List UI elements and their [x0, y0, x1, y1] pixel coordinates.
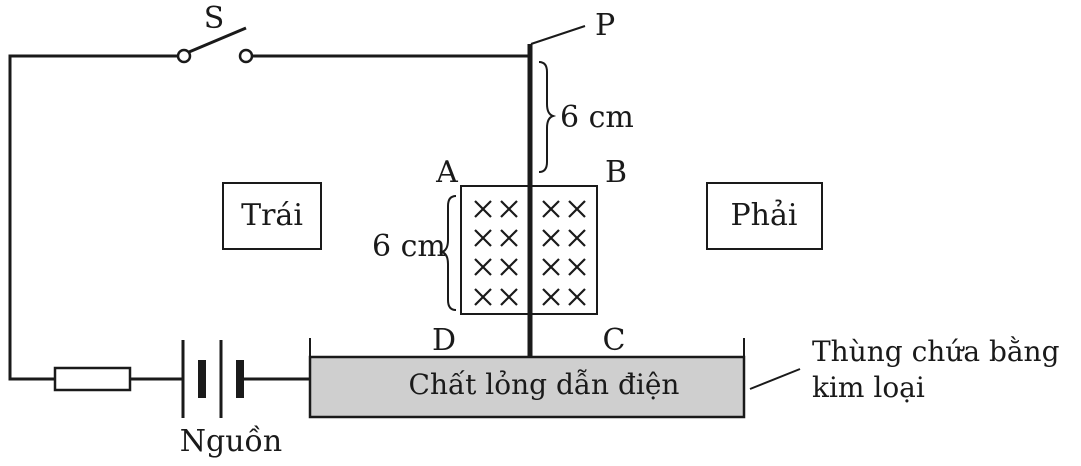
field-cross — [500, 258, 518, 276]
field-cross — [542, 229, 560, 247]
field-cross — [500, 200, 518, 218]
left-box-label: Trái — [241, 198, 303, 233]
right-box-frame — [706, 182, 823, 250]
left-wire — [8, 54, 184, 381]
brace-side-shape — [438, 195, 457, 311]
field-cross — [500, 288, 518, 306]
distance-top-label: 6 cm — [560, 100, 634, 135]
brace-top-shape — [538, 61, 557, 173]
field-cross — [474, 288, 492, 306]
brace-side: 6 cm — [372, 195, 457, 311]
rod-label: P — [595, 8, 615, 43]
corner-c-label: C — [603, 323, 626, 358]
brace-top: 6 cm — [538, 61, 634, 173]
corner-d-label: D — [432, 323, 456, 358]
tank-label-line2: kim loại — [812, 371, 925, 404]
metal-tank: Chất lỏng dẫn điện Thùng chứa bằng kim l… — [308, 335, 1060, 419]
switch-label: S — [204, 1, 225, 36]
field-cross — [568, 258, 586, 276]
field-cross — [474, 258, 492, 276]
left-box-frame — [222, 182, 322, 250]
field-cross — [542, 258, 560, 276]
metal-rod: P — [527, 8, 615, 357]
right-box-label: Phải — [731, 198, 798, 233]
source-label: Nguồn — [180, 424, 282, 459]
tank-label-line1: Thùng chứa bằng — [812, 335, 1060, 368]
field-cross — [474, 200, 492, 218]
battery-short-plate-right — [236, 360, 244, 398]
rod-pointer-line — [530, 25, 586, 45]
field-crosses — [474, 200, 586, 306]
switch: S — [176, 1, 254, 64]
field-cross — [500, 229, 518, 247]
distance-side-label: 6 cm — [372, 229, 446, 264]
field-cross — [568, 288, 586, 306]
resistor — [53, 366, 132, 392]
tank-pointer-line — [749, 368, 801, 390]
battery-short-plate-left — [198, 360, 206, 398]
liquid-label: Chất lỏng dẫn điện — [409, 368, 680, 401]
corner-b-label: B — [605, 155, 627, 190]
field-cross — [542, 200, 560, 218]
conducting-liquid — [308, 355, 746, 419]
field-cross — [568, 229, 586, 247]
switch-blade — [188, 26, 247, 54]
field-cross — [568, 200, 586, 218]
right-box: Phải — [706, 182, 823, 250]
switch-terminal-right — [238, 48, 254, 64]
left-box: Trái — [222, 182, 322, 250]
circuit-wires — [8, 54, 530, 381]
battery: Nguồn — [180, 340, 282, 459]
field-cross — [542, 288, 560, 306]
corner-a-label: A — [435, 155, 458, 190]
field-cross — [474, 229, 492, 247]
switch-terminal-left — [176, 48, 192, 64]
